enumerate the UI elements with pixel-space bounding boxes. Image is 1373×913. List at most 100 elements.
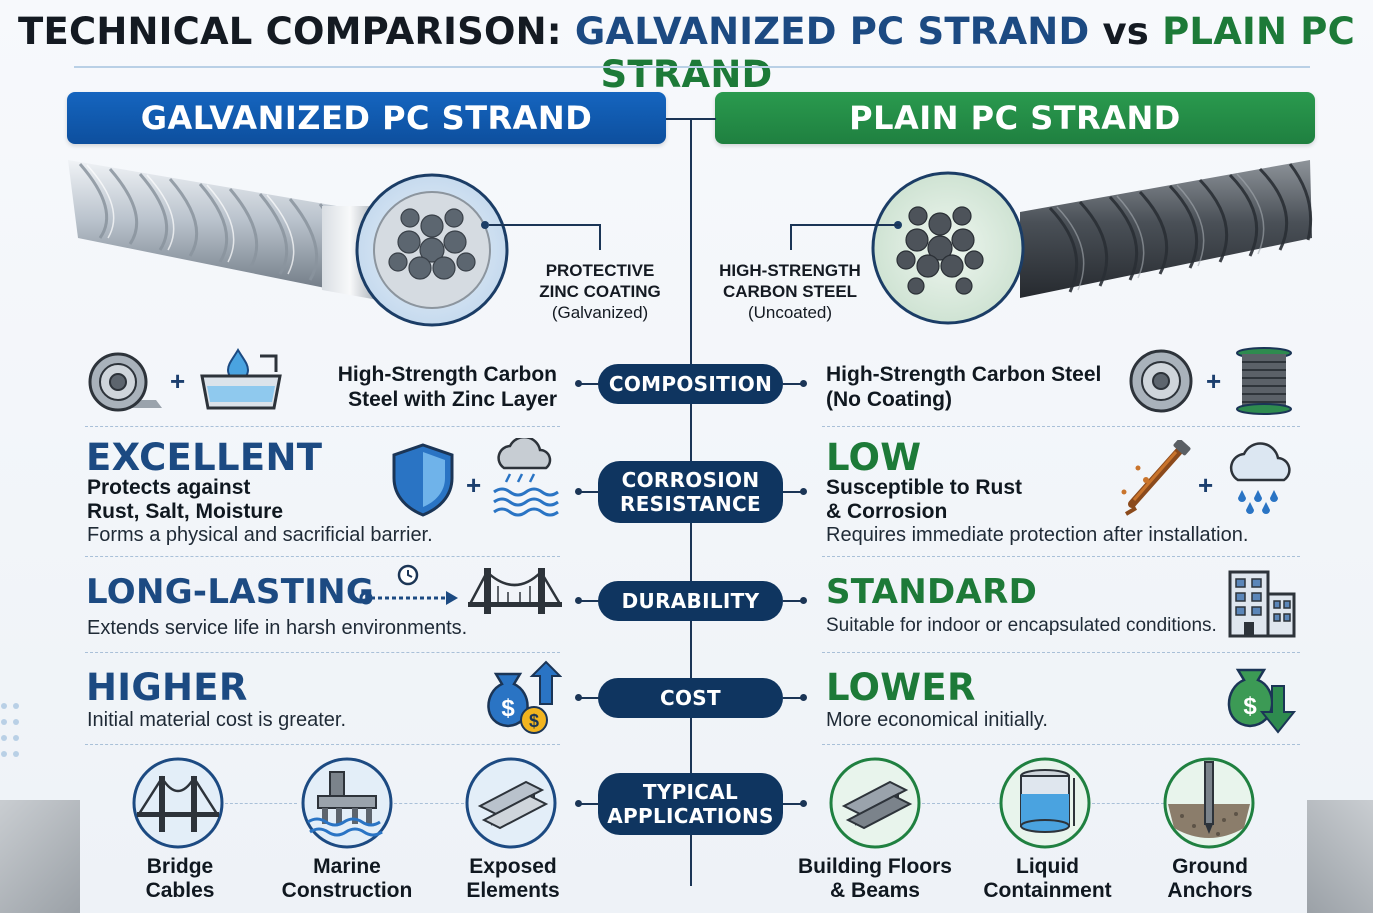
bridge-icon [132, 757, 224, 849]
connector-dot [800, 597, 807, 604]
row-separator [85, 744, 560, 745]
app-line-2: Construction [281, 879, 413, 902]
title-galvanized: GALVANIZED PC STRAND [574, 10, 1090, 53]
galvanized-composition: High-Strength Carbon Steel with Zinc Lay… [300, 362, 557, 412]
plain-cost-heading: LOWER [826, 666, 976, 709]
plus-sign: + [170, 366, 186, 396]
app-link [394, 803, 464, 804]
connector [783, 803, 805, 805]
callout-line-2: ZINC COATING [539, 282, 661, 301]
connector-dot [575, 380, 582, 387]
connector [577, 697, 599, 699]
bridge-icon [468, 568, 562, 614]
connector [783, 697, 805, 699]
plain-corrosion-body: Requires immediate protection after inst… [826, 524, 1249, 546]
plain-banner: PLAIN PC STRAND [715, 92, 1315, 144]
corrosion-label-2: RESISTANCE [620, 492, 761, 516]
app-exposed-elements: Exposed Elements [443, 855, 583, 903]
steel-coil-icon [1129, 349, 1193, 413]
dollar-sign: $ [1243, 693, 1257, 720]
galvanized-cost-heading: HIGHER [86, 666, 248, 709]
dollar-sign: $ [501, 695, 515, 722]
timeline-clock-icon [359, 564, 458, 605]
title-plain: PLAIN PC STRAND [600, 10, 1355, 96]
apps-label-1: TYPICAL [642, 780, 739, 804]
connector [577, 383, 599, 385]
plain-cost-body: More economical initially. [826, 709, 1048, 731]
galvanized-cost-body: Initial material cost is greater. [87, 709, 346, 731]
connector [577, 600, 599, 602]
callout-line-3: (Galvanized) [551, 303, 649, 322]
connector-dot [800, 694, 807, 701]
connector [577, 803, 599, 805]
app-line-2: Elements [466, 879, 560, 902]
carbon-steel-callout: HIGH-STRENGTH CARBON STEEL (Uncoated) [705, 260, 875, 323]
row-separator [85, 652, 560, 653]
decor-dots [1, 703, 19, 757]
corrosion-sub-1: Susceptible to Rust [826, 476, 1023, 499]
corrosion-sub-1: Protects against [87, 476, 251, 499]
app-link [922, 803, 1000, 804]
plus-sign: + [1198, 470, 1214, 500]
plain-corrosion-sub: Susceptible to Rust & Corrosion [826, 476, 1022, 524]
shield-icon [392, 443, 454, 517]
plain-durability-heading: STANDARD [826, 572, 1038, 612]
row-separator [85, 556, 560, 557]
category-composition: COMPOSITION [598, 364, 783, 404]
steel-callout-line [790, 224, 900, 226]
connector [783, 383, 805, 385]
row-separator [822, 426, 1300, 427]
title-part-1: TECHNICAL COMPARISON: [18, 10, 575, 53]
galvanized-banner: GALVANIZED PC STRAND [67, 92, 666, 144]
app-link [225, 803, 297, 804]
plus-sign: + [466, 470, 482, 500]
app-line-1: Building Floors [798, 855, 952, 878]
concrete-block-left [0, 800, 80, 913]
plain-durability-body: Suitable for indoor or encapsulated cond… [826, 615, 1217, 636]
cost-label: COST [660, 686, 721, 710]
callout-line-3: (Uncoated) [747, 303, 833, 322]
galvanized-corrosion-sub: Protects against Rust, Salt, Moisture [87, 476, 283, 524]
app-link [1092, 803, 1164, 804]
galvanized-corrosion-heading: EXCELLENT [86, 436, 323, 479]
rain-water-icon [493, 438, 559, 517]
zinc-coating-callout: PROTECTIVE ZINC COATING (Galvanized) [520, 260, 680, 323]
wire-spool-icon [1236, 347, 1292, 415]
rain-cloud-icon [1229, 442, 1291, 514]
callout-line-1: PROTECTIVE [545, 261, 655, 280]
category-cost: COST [598, 678, 783, 718]
connector-dot [575, 694, 582, 701]
corrosion-sub-2: Rust, Salt, Moisture [87, 500, 284, 523]
galvanized-durability-heading: LONG-LASTING [86, 572, 375, 612]
app-marine-construction: Marine Construction [272, 855, 422, 903]
plain-strand-icon [871, 160, 1313, 325]
durability-label: DURABILITY [621, 589, 760, 613]
row-separator [822, 744, 1300, 745]
composition-label: COMPOSITION [608, 372, 773, 396]
connector [783, 600, 805, 602]
title-divider [74, 66, 1310, 68]
composition-line-2: Steel with Zinc Layer [348, 388, 557, 411]
connector [783, 491, 805, 493]
app-line-1: Marine [313, 855, 381, 878]
composition-line-1: High-Strength Carbon [337, 363, 557, 386]
app-line-1: Liquid [1016, 855, 1079, 878]
apps-label-2: APPLICATIONS [607, 804, 774, 828]
corrosion-sub-2: & Corrosion [826, 500, 948, 523]
money-bag-down-icon: $ [1227, 668, 1297, 734]
app-line-2: Cables [145, 879, 215, 902]
rusty-nail-icon [1121, 440, 1191, 516]
plain-corrosion-heading: LOW [826, 436, 922, 479]
app-line-2: Containment [983, 879, 1112, 902]
composition-line-2: (No Coating) [826, 388, 952, 411]
title-vs: vs [1089, 10, 1163, 53]
zinc-bath-icon [200, 348, 282, 410]
galvanized-corrosion-body: Forms a physical and sacrificial barrier… [87, 524, 433, 546]
steel-beam-icon [829, 757, 921, 849]
app-line-2: & Beams [830, 879, 920, 902]
zinc-callout-line [489, 224, 601, 226]
app-line-2: Anchors [1167, 879, 1253, 902]
composition-line-1: High-Strength Carbon Steel [826, 363, 1102, 386]
